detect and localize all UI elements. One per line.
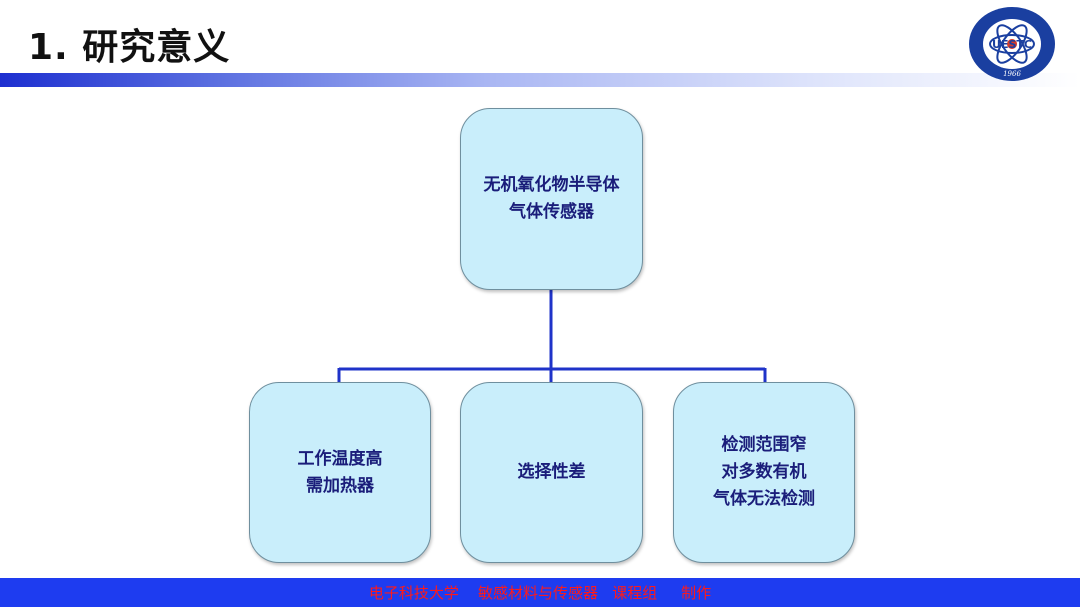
footer-text: 电子科技大学 敏感材料与传感器 课程组 制作 — [368, 584, 712, 602]
logo-year: 1966 — [1003, 70, 1021, 78]
child-node-selectivity: 选择性差 — [460, 382, 643, 563]
footer-bar: 电子科技大学 敏感材料与传感器 课程组 制作 — [0, 578, 1080, 607]
title-underline-bar — [0, 73, 1080, 87]
slide-title: 1. 研究意义 — [28, 27, 231, 68]
logo-text: UESTC — [992, 38, 1032, 51]
child-node-operating-temperature: 工作温度高 需加热器 — [249, 382, 431, 563]
root-node: 无机氧化物半导体 气体传感器 — [460, 108, 643, 290]
university-logo: UESTC 1966 — [969, 7, 1055, 81]
child-node-detection-range: 检测范围窄 对多数有机 气体无法检测 — [673, 382, 855, 563]
